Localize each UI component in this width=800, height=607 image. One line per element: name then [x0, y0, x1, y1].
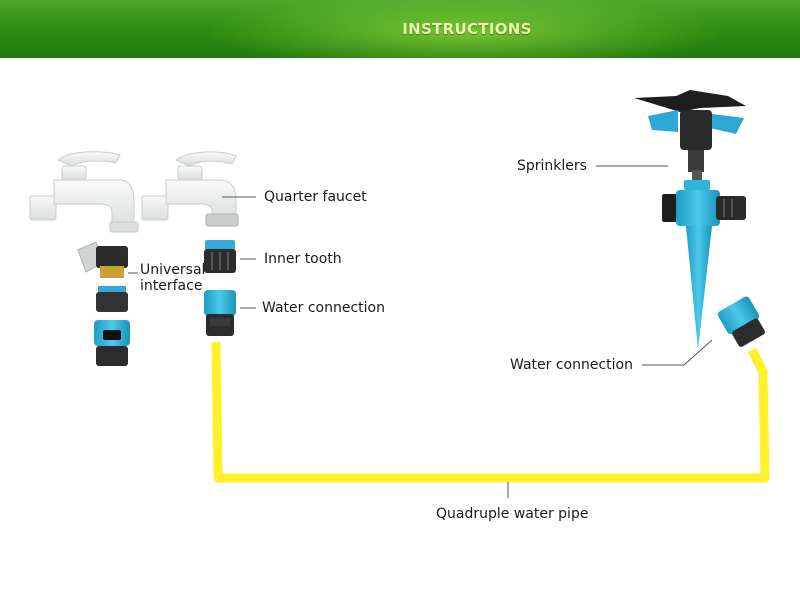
quick-connector-icon	[717, 296, 765, 347]
label-inner-tooth: Inner tooth	[264, 251, 342, 267]
label-universal-interface-line2: interface	[140, 278, 203, 294]
inner-tooth-adapter-icon	[204, 240, 236, 273]
sprinkler-icon	[634, 90, 746, 350]
faucet-icon	[29, 151, 139, 233]
label-sprinklers: Sprinklers	[517, 158, 587, 174]
quick-connector-icon	[204, 290, 236, 336]
label-quarter-faucet: Quarter faucet	[264, 189, 367, 205]
label-universal-interface-line1: Universal	[140, 262, 206, 278]
leader-lines	[128, 165, 713, 498]
universal-adapter-icon	[77, 241, 128, 312]
label-quadruple-water-pipe: Quadruple water pipe	[436, 506, 589, 522]
faucet-icon	[141, 151, 239, 227]
water-pipe	[211, 341, 770, 483]
label-water-connection-right: Water connection	[510, 357, 633, 373]
page-title: INSTRUCTIONS	[402, 20, 532, 38]
header-banner	[0, 0, 800, 58]
label-water-connection-left: Water connection	[262, 300, 385, 316]
quick-connector-icon	[94, 320, 130, 366]
